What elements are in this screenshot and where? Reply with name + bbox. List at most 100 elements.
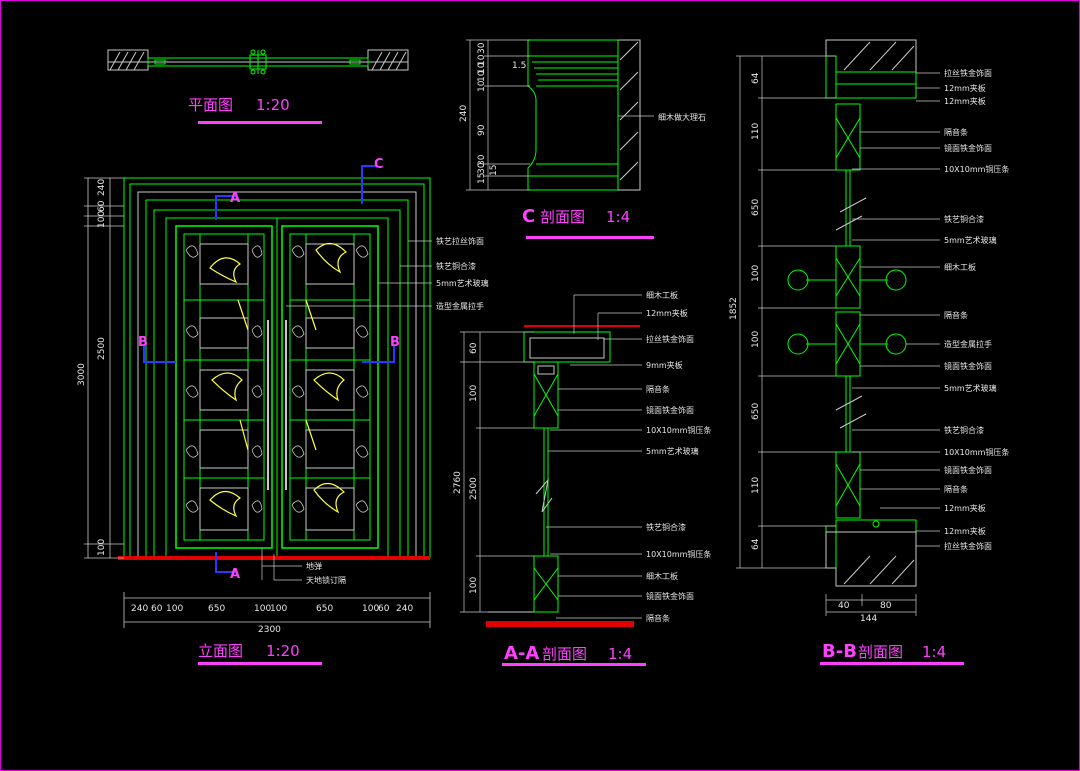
svg-text:10: 10 bbox=[477, 80, 487, 92]
svg-text:镜面铁金饰面: 镜面铁金饰面 bbox=[944, 143, 992, 153]
svg-text:细木工板: 细木工板 bbox=[646, 571, 678, 581]
elevation-title: 立面图 bbox=[198, 642, 243, 660]
svg-text:60: 60 bbox=[469, 342, 479, 354]
svg-text:隔音条: 隔音条 bbox=[944, 127, 968, 137]
svg-text:铁艺拉丝饰面: 铁艺拉丝饰面 bbox=[436, 236, 484, 246]
svg-text:1852: 1852 bbox=[729, 297, 739, 320]
svg-text:30: 30 bbox=[477, 154, 487, 166]
svg-text:100: 100 bbox=[166, 604, 183, 614]
svg-text:铁艺铜合漆: 铁艺铜合漆 bbox=[944, 214, 984, 224]
svg-text:144: 144 bbox=[860, 614, 877, 624]
section-aa-view bbox=[488, 325, 640, 613]
svg-text:64: 64 bbox=[751, 538, 761, 550]
svg-text:100: 100 bbox=[469, 385, 479, 402]
section-c-dims: 240 30 10 10 10 10 90 30 15 30 15 1.5 细木… bbox=[459, 42, 706, 184]
elevation-leaders bbox=[261, 240, 432, 581]
section-aa-underline bbox=[502, 663, 646, 666]
section-c-scale: 1:4 bbox=[606, 208, 630, 226]
svg-text:隔音条: 隔音条 bbox=[646, 384, 670, 394]
section-bb-view bbox=[787, 39, 917, 587]
section-c-underline bbox=[526, 236, 654, 239]
plan-view bbox=[107, 49, 409, 75]
svg-text:天地锁订隔: 天地锁订隔 bbox=[306, 575, 346, 585]
svg-text:地弹: 地弹 bbox=[306, 561, 322, 571]
section-c-dimension-lines bbox=[466, 39, 654, 191]
section-bb-scale: 1:4 bbox=[922, 643, 946, 661]
svg-text:100: 100 bbox=[751, 331, 761, 348]
svg-text:110: 110 bbox=[751, 477, 761, 494]
svg-text:隔音条: 隔音条 bbox=[646, 613, 670, 623]
svg-text:10: 10 bbox=[477, 70, 487, 82]
svg-text:100: 100 bbox=[254, 604, 271, 614]
svg-text:镜面铁金饰面: 镜面铁金饰面 bbox=[646, 405, 694, 415]
section-c-title: 剖面图 bbox=[540, 208, 585, 226]
section-aa-floor bbox=[486, 621, 634, 627]
svg-text:240: 240 bbox=[459, 105, 469, 122]
section-aa-title: 剖面图 bbox=[542, 645, 587, 663]
svg-text:10: 10 bbox=[477, 54, 487, 66]
svg-text:细木做大理石: 细木做大理石 bbox=[658, 112, 706, 122]
section-aa-scale: 1:4 bbox=[608, 645, 632, 663]
svg-text:650: 650 bbox=[316, 604, 333, 614]
svg-text:10X10mm铜压条: 10X10mm铜压条 bbox=[646, 425, 711, 435]
svg-text:100: 100 bbox=[751, 265, 761, 282]
svg-text:64: 64 bbox=[751, 72, 761, 84]
svg-text:100: 100 bbox=[362, 604, 379, 614]
svg-text:隔音条: 隔音条 bbox=[944, 484, 968, 494]
svg-text:240: 240 bbox=[131, 604, 148, 614]
svg-text:隔音条: 隔音条 bbox=[944, 310, 968, 320]
svg-text:10X10mm铜压条: 10X10mm铜压条 bbox=[944, 164, 1009, 174]
svg-text:拉丝铁金饰面: 拉丝铁金饰面 bbox=[944, 68, 992, 78]
svg-text:12mm夹板: 12mm夹板 bbox=[944, 503, 986, 513]
svg-text:5mm艺术玻璃: 5mm艺术玻璃 bbox=[436, 278, 489, 288]
plan-scale: 1:20 bbox=[256, 96, 290, 114]
svg-text:650: 650 bbox=[751, 403, 761, 420]
svg-text:1.5: 1.5 bbox=[512, 61, 526, 71]
svg-text:100: 100 bbox=[97, 539, 107, 556]
svg-text:2760: 2760 bbox=[453, 471, 463, 494]
elevation-scale: 1:20 bbox=[266, 642, 300, 660]
svg-text:80: 80 bbox=[880, 601, 892, 611]
section-bb-notes: 拉丝铁金饰面 12mm夹板 12mm夹板 隔音条 镜面铁金饰面 10X10mm铜… bbox=[944, 68, 1009, 551]
svg-text:镜面铁金饰面: 镜面铁金饰面 bbox=[646, 591, 694, 601]
svg-text:100: 100 bbox=[270, 604, 287, 614]
svg-text:30: 30 bbox=[477, 162, 487, 174]
section-mark-a-top: A bbox=[230, 191, 240, 206]
svg-text:240: 240 bbox=[97, 179, 107, 196]
svg-text:造型金属拉手: 造型金属拉手 bbox=[944, 339, 992, 349]
section-aa-mark: A-A bbox=[504, 643, 539, 664]
svg-text:12mm夹板: 12mm夹板 bbox=[646, 308, 688, 318]
svg-text:2500: 2500 bbox=[469, 477, 479, 500]
svg-text:12mm夹板: 12mm夹板 bbox=[944, 83, 986, 93]
svg-text:10: 10 bbox=[477, 62, 487, 74]
svg-text:650: 650 bbox=[751, 199, 761, 216]
svg-text:10X10mm铜压条: 10X10mm铜压条 bbox=[944, 447, 1009, 457]
svg-text:铁艺铜合漆: 铁艺铜合漆 bbox=[944, 425, 984, 435]
elevation-notes: 铁艺拉丝饰面 铁艺铜合漆 5mm艺术玻璃 造型金属拉手 地弹 天地锁订隔 bbox=[306, 236, 489, 585]
svg-text:9mm夹板: 9mm夹板 bbox=[646, 360, 683, 370]
svg-text:2500: 2500 bbox=[97, 337, 107, 360]
section-bb-mark: B-B bbox=[822, 641, 857, 662]
section-mark-c: C bbox=[374, 157, 384, 172]
svg-text:拉丝铁金饰面: 拉丝铁金饰面 bbox=[646, 334, 694, 344]
svg-text:40: 40 bbox=[838, 601, 850, 611]
svg-text:100: 100 bbox=[97, 211, 107, 228]
svg-text:15: 15 bbox=[477, 173, 487, 184]
section-bb-leaders bbox=[852, 72, 940, 547]
plan-title: 平面图 bbox=[188, 96, 233, 114]
svg-text:镜面铁金饰面: 镜面铁金饰面 bbox=[944, 465, 992, 475]
section-bb-dimension-lines bbox=[736, 55, 917, 616]
svg-text:30: 30 bbox=[477, 42, 487, 54]
elevation-bottom-dims: 240 60 100 650 100 100 650 100 60 240 23… bbox=[131, 604, 413, 635]
svg-text:15: 15 bbox=[489, 165, 499, 176]
svg-text:60: 60 bbox=[97, 200, 107, 212]
section-c-view bbox=[527, 39, 641, 191]
svg-text:650: 650 bbox=[208, 604, 225, 614]
section-bb-title: 剖面图 bbox=[858, 643, 903, 661]
svg-text:5mm艺术玻璃: 5mm艺术玻璃 bbox=[944, 383, 997, 393]
svg-text:细木工板: 细木工板 bbox=[944, 262, 976, 272]
section-aa-leaders bbox=[546, 294, 642, 619]
svg-text:240: 240 bbox=[396, 604, 413, 614]
section-aa-dimension-lines bbox=[460, 331, 534, 613]
